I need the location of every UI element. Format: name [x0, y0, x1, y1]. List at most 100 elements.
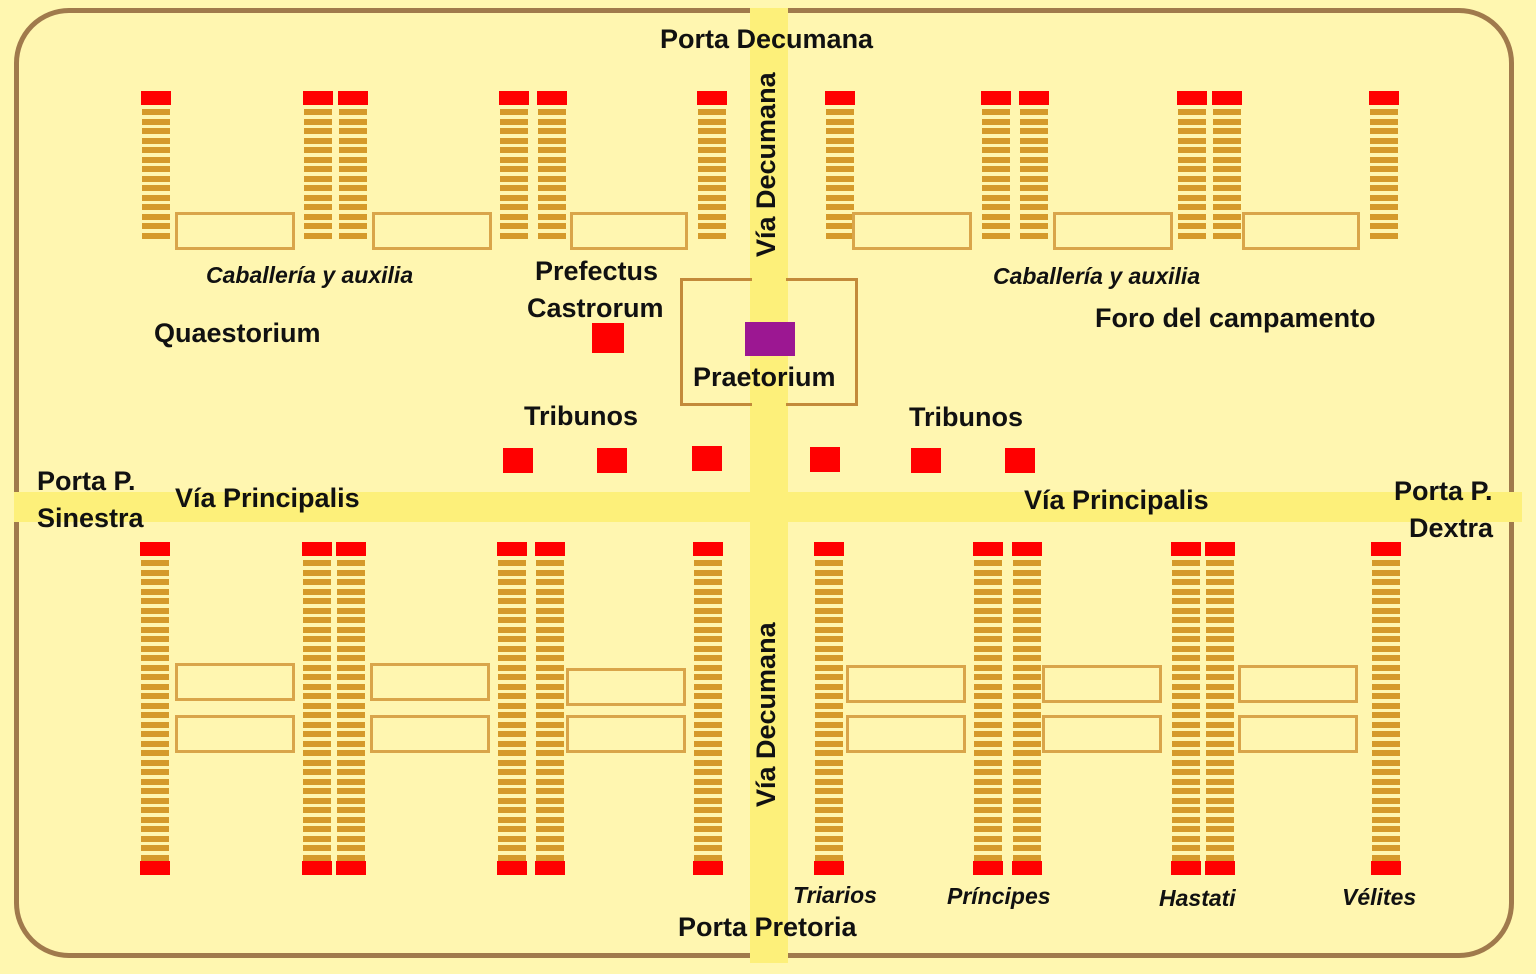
tent-stripe [303, 721, 331, 728]
tent-stripe [974, 560, 1002, 566]
tent-stripe [698, 185, 726, 191]
tent-stripe [303, 598, 331, 604]
tent-stripe [1372, 769, 1400, 775]
tent-stripe [1172, 645, 1200, 652]
tent-stripe [694, 807, 722, 813]
tent-stripe [694, 693, 722, 699]
tent-stripe [694, 598, 722, 604]
tent-stripe [304, 213, 332, 220]
tent-stripe [1172, 731, 1200, 737]
tent-column [1205, 542, 1235, 875]
tent-stripe [141, 721, 169, 728]
tent-stripe [337, 598, 365, 604]
tent-stripe [498, 778, 526, 785]
cavalry-block [372, 212, 492, 250]
tent-stripe [815, 588, 843, 595]
tent-stripe [1213, 166, 1241, 172]
tent-stripe [303, 845, 331, 851]
tent-stripe [815, 693, 843, 699]
tent-stripe [1372, 854, 1400, 861]
gate-bottom-label: Porta Pretoria [678, 912, 857, 942]
tent-stripe [815, 769, 843, 775]
tent-stripe [694, 816, 722, 823]
centurion-tent [825, 91, 855, 105]
tent-stripe [1206, 598, 1234, 604]
tent-stripe [303, 769, 331, 775]
tent-stripe [694, 655, 722, 661]
tent-stripe [1370, 118, 1398, 125]
tent-stripe [1206, 845, 1234, 851]
tent-stripe [1013, 778, 1041, 785]
tent-column [693, 542, 723, 875]
tent-stripe [536, 769, 564, 775]
tent-stripe [337, 835, 365, 842]
tent-stripe [141, 731, 169, 737]
tent-stripe [974, 797, 1002, 804]
tent-stripe [1172, 759, 1200, 766]
tent-stripe [1178, 156, 1206, 163]
tent-stripe [498, 693, 526, 699]
tent-stripe [303, 636, 331, 642]
tent-stripe [1020, 185, 1048, 191]
tent-stripe [536, 826, 564, 832]
tent-stripe [698, 223, 726, 229]
tent-stripe [142, 175, 170, 182]
principes-label: Príncipes [947, 883, 1051, 909]
tent-stripe [974, 778, 1002, 785]
tent-stripe [815, 607, 843, 614]
tent-column [1369, 91, 1399, 252]
tent-stripe [974, 721, 1002, 728]
tent-stripe [536, 759, 564, 766]
tent-stripe [974, 759, 1002, 766]
tent-stripe [1013, 598, 1041, 604]
tent-stripe [498, 579, 526, 585]
tent-stripe [337, 569, 365, 576]
tent-stripe [1206, 655, 1234, 661]
tent-column [825, 91, 855, 252]
tent-stripe [1372, 636, 1400, 642]
tent-stripe [1372, 664, 1400, 671]
tent-stripe [303, 750, 331, 756]
tent-stripe [141, 750, 169, 756]
tent-stripe [337, 740, 365, 747]
tent-stripe [337, 826, 365, 832]
tent-stripe [1372, 845, 1400, 851]
tent-stripe [1206, 826, 1234, 832]
tent-stripe [1206, 816, 1234, 823]
tent-stripe [339, 166, 367, 172]
tent-stripe [142, 185, 170, 191]
tent-stripe [337, 645, 365, 652]
tent-stripe [498, 636, 526, 642]
tent-stripe [1013, 750, 1041, 756]
tent-stripe [536, 645, 564, 652]
tent-stripe [698, 128, 726, 134]
gate-right-label-line2: Dextra [1409, 513, 1494, 543]
centurion-tent [1012, 542, 1042, 556]
tent-stripe [982, 213, 1010, 220]
tent-stripe [826, 156, 854, 163]
tent-stripe [339, 223, 367, 229]
tent-stripe [303, 712, 331, 718]
tent-stripe [339, 118, 367, 125]
legion-block [846, 715, 966, 753]
tent-stripe [1206, 702, 1234, 709]
tent-stripe [500, 223, 528, 229]
tent-stripe [1372, 560, 1400, 566]
tent-stripe [142, 109, 170, 115]
tent-stripe [500, 204, 528, 210]
tent-stripe [698, 118, 726, 125]
tent-stripe [498, 588, 526, 595]
centurion-tent [1369, 91, 1399, 105]
tent-stripe [337, 683, 365, 690]
tent-stripe [1020, 147, 1048, 153]
tent-stripe [536, 693, 564, 699]
tent-stripe [974, 750, 1002, 756]
tent-stripe [536, 617, 564, 623]
tent-column [141, 91, 171, 252]
tent-stripe [694, 788, 722, 794]
tent-stripe [498, 645, 526, 652]
tent-stripe [1178, 213, 1206, 220]
tent-stripe [141, 645, 169, 652]
tent-stripe [1172, 693, 1200, 699]
tent-stripe [815, 759, 843, 766]
